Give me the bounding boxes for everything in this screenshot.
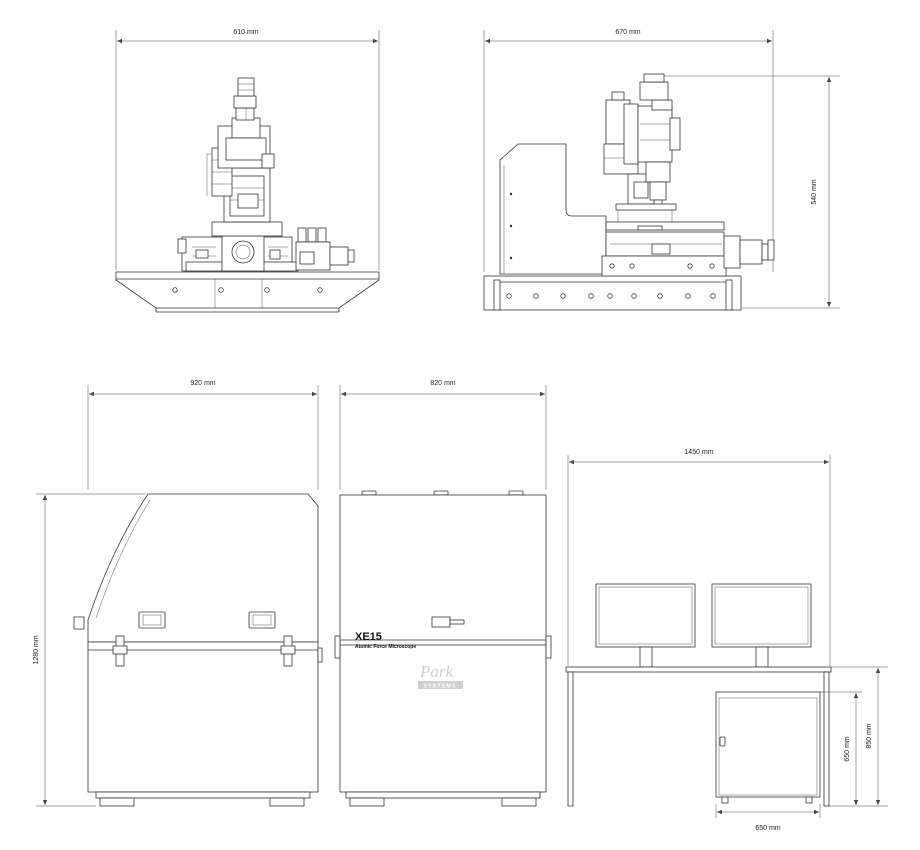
enclosure-side-view: 820 mm XE15 Atomic Force Microscope Park… xyxy=(334,380,552,807)
dimension-650-height: 650 mm xyxy=(818,691,888,807)
dimension-label-670: 670 mm xyxy=(615,29,640,36)
dimension-650-width: 650 mm xyxy=(715,804,821,832)
dimension-1450: 1450 mm xyxy=(567,449,831,666)
workstation-view: 1450 mm 650 mm xyxy=(565,449,888,832)
dimension-label-650-width: 650 mm xyxy=(755,825,780,832)
logo-subtext: SYSTEMS xyxy=(423,684,456,690)
dimension-label-850: 850 mm xyxy=(866,723,873,748)
dimension-label-540: 540 mm xyxy=(811,179,818,204)
park-systems-logo: Park SYSTEMS xyxy=(418,662,463,690)
enclosure-front-view: 920 mm 1280 mm xyxy=(33,380,323,807)
dimension-label-920: 920 mm xyxy=(190,380,215,387)
dimension-820: 820 mm xyxy=(339,380,547,490)
monitor-right xyxy=(711,583,812,668)
model-subtitle: Atomic Force Microscope xyxy=(355,644,416,650)
dimension-540: 540 mm xyxy=(660,75,840,309)
dimension-920: 920 mm xyxy=(87,380,319,490)
afm-side-view: 670 mm 540 mm xyxy=(483,29,840,311)
dimension-1280: 1280 mm xyxy=(33,493,146,807)
dimension-label-820: 820 mm xyxy=(430,380,455,387)
dimension-670: 670 mm xyxy=(483,29,774,272)
dimension-label-610: 610 mm xyxy=(233,29,258,36)
dimension-label-650-height: 650 mm xyxy=(844,736,851,761)
dimension-850: 850 mm xyxy=(831,666,888,805)
afm-front-view: 610 mm xyxy=(115,29,380,313)
dimension-label-1450: 1450 mm xyxy=(684,449,713,456)
dimension-610: 610 mm xyxy=(115,29,380,270)
logo-text: Park xyxy=(419,662,454,681)
model-label: XE15 xyxy=(355,631,382,643)
dimension-label-1280: 1280 mm xyxy=(33,635,40,664)
monitor-left xyxy=(595,583,696,668)
